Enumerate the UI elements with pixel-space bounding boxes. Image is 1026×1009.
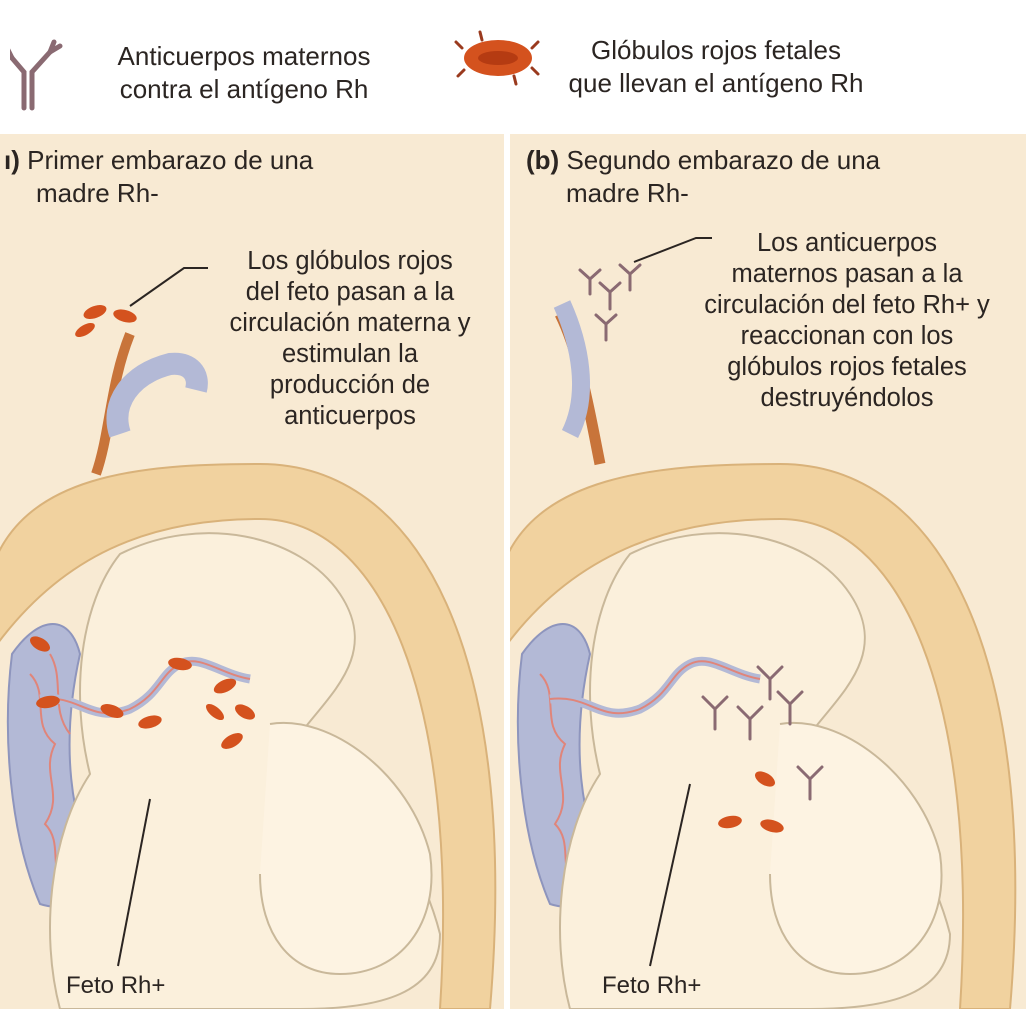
antibody-legend-line-1: Anticuerpos maternos [84,40,404,73]
antibody-legend-line-2: contra el antígeno Rh [84,73,404,106]
panel-a-title-line-1: Primer embarazo de una [27,145,313,175]
panel-a-callout: Los glóbulos rojos del feto pasan a la c… [200,246,500,432]
panel-b-callout-line-3: circulación del feto Rh+ y [670,290,1024,321]
panel-b-callout-line-5: glóbulos rojos fetales [670,352,1024,383]
antibody-legend-label: Anticuerpos maternos contra el antígeno … [84,40,404,106]
legend: Anticuerpos maternos contra el antígeno … [0,0,1026,134]
fetal-rbc-legend-label: Glóbulos rojos fetales que llevan el ant… [536,34,896,100]
panel-a-callout-line-1: Los glóbulos rojos [200,246,500,277]
panel-b-callout-line-1: Los anticuerpos [670,228,1024,259]
panel-second-pregnancy: (b) Segundo embarazo de una madre Rh- Lo… [510,134,1026,1009]
panel-a-letter: ı) [4,145,20,175]
panel-a-callout-line-2: del feto pasan a la [200,277,500,308]
fetal-rbc-legend-line-2: que llevan el antígeno Rh [536,67,896,100]
panel-a-callout-line-5: producción de [200,370,500,401]
panel-b-title-line-1: Segundo embarazo de una [566,145,880,175]
panel-a-callout-line-6: anticuerpos [200,401,500,432]
panel-b-letter: (b) [526,145,559,175]
fetal-rbc-legend-icon [452,24,542,94]
panel-b-fetus-label: Feto Rh+ [602,972,701,1000]
panel-b-title-line-2: madre Rh- [526,177,880,210]
panel-b-callout: Los anticuerpos maternos pasan a la circ… [670,228,1024,414]
panel-b-callout-line-6: destruyéndolos [670,383,1024,414]
panel-a-callout-line-3: circulación materna y [200,308,500,339]
panel-a-title-line-2: madre Rh- [4,177,313,210]
panel-a-callout-line-4: estimulan la [200,339,500,370]
panel-b-title: (b) Segundo embarazo de una madre Rh- [526,144,880,210]
panel-b-callout-line-4: reaccionan con los [670,321,1024,352]
panel-first-pregnancy: ı) Primer embarazo de una madre Rh- Los … [0,134,504,1009]
panel-a-title: ı) Primer embarazo de una madre Rh- [4,144,313,210]
panel-a-fetus-label: Feto Rh+ [66,972,165,1000]
antibody-legend-icon [10,36,90,136]
panel-b-callout-line-2: maternos pasan a la [670,259,1024,290]
fetal-rbc-legend-line-1: Glóbulos rojos fetales [536,34,896,67]
